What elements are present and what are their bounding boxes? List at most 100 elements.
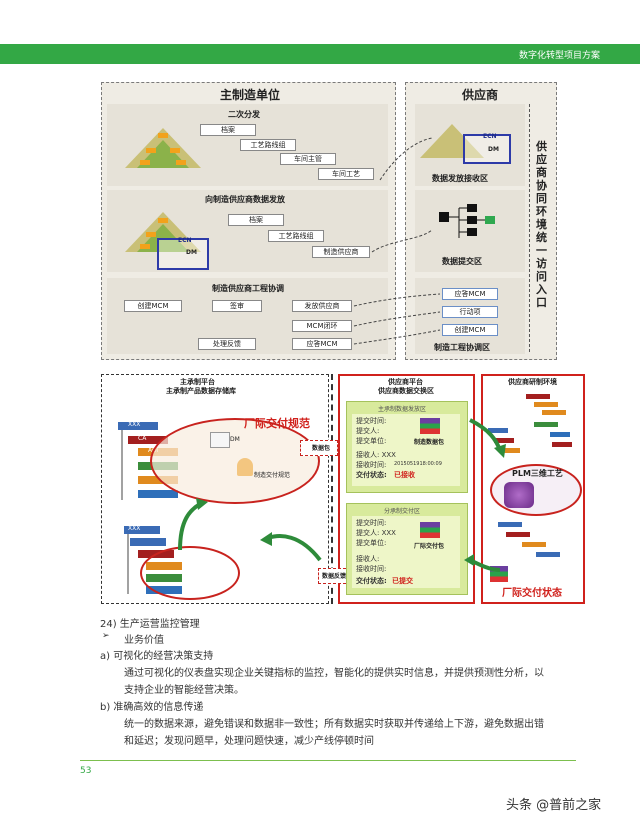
coordination-area-label: 制造工程协调区 [434,343,490,352]
receive-time-label: 接收时间: [356,461,387,469]
divider-line [331,374,333,604]
submitter-label: 提交人: XXX [356,529,396,537]
person-icon [237,458,253,476]
step-box: 工艺路线组 [240,139,296,151]
supplier-exchange-title: 供应商数据交换区 [378,387,434,395]
create-mcm-box: 创建MCM [442,324,498,336]
flow-arrows-right [464,418,506,572]
footer-line [80,760,576,761]
vertical-access-label: 供应商协同环境统一访问入口 [536,140,547,309]
sign-off-box: 签审 [212,300,262,312]
status-value: 已提交 [392,577,413,585]
data-feedback-label: 数据反馈 [322,573,347,580]
package-icon [420,522,440,538]
action-item-box: 行动项 [442,306,498,318]
dm-label: DM [230,436,240,443]
header-title: 数字化转型项目方案 [518,51,600,61]
create-mcm-box: 创建MCM [124,300,182,312]
tree-label: CA [138,435,147,442]
supplier-dev-frame [481,374,585,604]
supplier-platform-frame [338,374,475,604]
page-number: 53 [80,766,92,776]
status-value: 已接收 [394,471,415,479]
receiver-label: 接收人: [356,555,380,563]
receive-time-label: 接收时间: [356,565,387,573]
bullet-arrow-icon: ➢ [102,631,110,641]
main-manufacturer-title: 主制造单位 [220,88,281,102]
delivery-spec-label: 厂际交付规范 [244,417,310,430]
release-supplier-box: 发放供应商 [292,300,352,312]
item-a-title: a) 可视化的经营决策支持 [100,651,214,662]
org-pyramid [420,124,484,158]
submit-time-label: 提交时间: [356,417,387,425]
receive-area-label: 数据发放接收区 [432,174,488,183]
ecn-frame [157,238,209,270]
submit-time-label: 提交时间: [356,519,387,527]
dev-tree-top [512,392,578,452]
submitter-label: 提交人: [356,427,380,435]
tree-structure-icon [437,204,497,244]
org-node [146,232,156,237]
step-box: 制造供应商 [312,246,370,258]
package-icon [420,418,440,434]
supplier-platform-title: 供应商平台 [388,378,423,386]
watermark: 头条 @普前之家 [506,798,602,813]
submit-area-label: 数据提交区 [442,257,482,266]
deliver-spec-label: 制造交付规范 [254,472,291,479]
item-a-text: 支持企业的智能经营决策。 [124,685,244,696]
ecn-frame [463,134,511,164]
tree-label: XXX [128,421,141,428]
answer-mcm-box: 应答MCM [292,338,352,350]
status-label: 交付状态: [356,577,387,585]
release-area-body [352,414,460,486]
answer-mcm-box: 应答MCM [442,288,498,300]
step-box: 档案 [228,214,284,226]
data-package-arrow [300,440,338,456]
dm-doc-icon [210,432,230,448]
org-node [170,148,180,153]
supplier-dev-title: 供应商研制环境 [508,378,557,386]
plm-label: PLM三维工艺 [512,469,563,478]
org-node [158,133,168,138]
item-b-title: b) 准确高效的信息传递 [100,702,204,713]
secondary-distribution-title: 二次分发 [228,110,260,119]
dm-label: DM [488,146,499,153]
step-box: 车间主管 [280,153,336,165]
org-node [140,244,150,249]
header-bar: 数字化转型项目方案 [0,44,640,64]
status-label: 交付状态: [356,471,387,479]
release-area-title: 主承制数据发放区 [378,406,427,413]
main-platform-title: 主承制平台 [180,378,215,386]
item-b-text: 和延迟；发现问题早，处理问题快速，减少产线停顿时间 [124,736,374,747]
mcm-closure-box: MCM闭环 [292,320,352,332]
org-node [176,160,186,165]
plm-3d-model-icon [504,482,534,508]
item-b-text: 统一的数据来源，避免错误和数据非一致性；所有数据实时获取并传递给上下游，避免数据… [124,719,544,730]
dev-tree-bottom [496,520,566,560]
dev-tree-mid [486,426,526,462]
feedback-box: 处理反馈 [198,338,256,350]
ecn-label: ECN [483,133,497,140]
package-label: 制造数据包 [414,439,445,446]
org-node [146,148,156,153]
top-connectors [353,137,441,345]
ecn-label: ECN [178,237,192,244]
dm-label: DM [186,249,197,256]
delivery-area-title: 分承制交付区 [384,508,421,515]
tree-label: XXX [128,525,141,532]
submit-unit-label: 提交单位: [356,539,387,547]
step-box: 工艺路线组 [268,230,324,242]
main-repository-title: 主承制产品数据存储库 [166,387,236,395]
data-package-label: 数据包 [312,445,331,452]
spec-ellipse [150,418,320,504]
engineering-coordination-title: 制造供应商工程协调 [212,284,284,293]
submit-unit-label: 提交单位: [356,437,387,445]
package-label: 厂际交付包 [414,543,445,550]
item-a-text: 通过可视化的仪表盘实现企业关键指标的监控，智能化的提供实时信息，并提供预测性分析… [124,668,544,679]
supplier-title: 供应商 [462,88,499,102]
step-box: 档案 [200,124,256,136]
section-heading: 24) 生产运营监控管理 [100,619,200,630]
org-node [158,218,168,223]
org-node [140,160,150,165]
status-ellipse [140,546,240,600]
